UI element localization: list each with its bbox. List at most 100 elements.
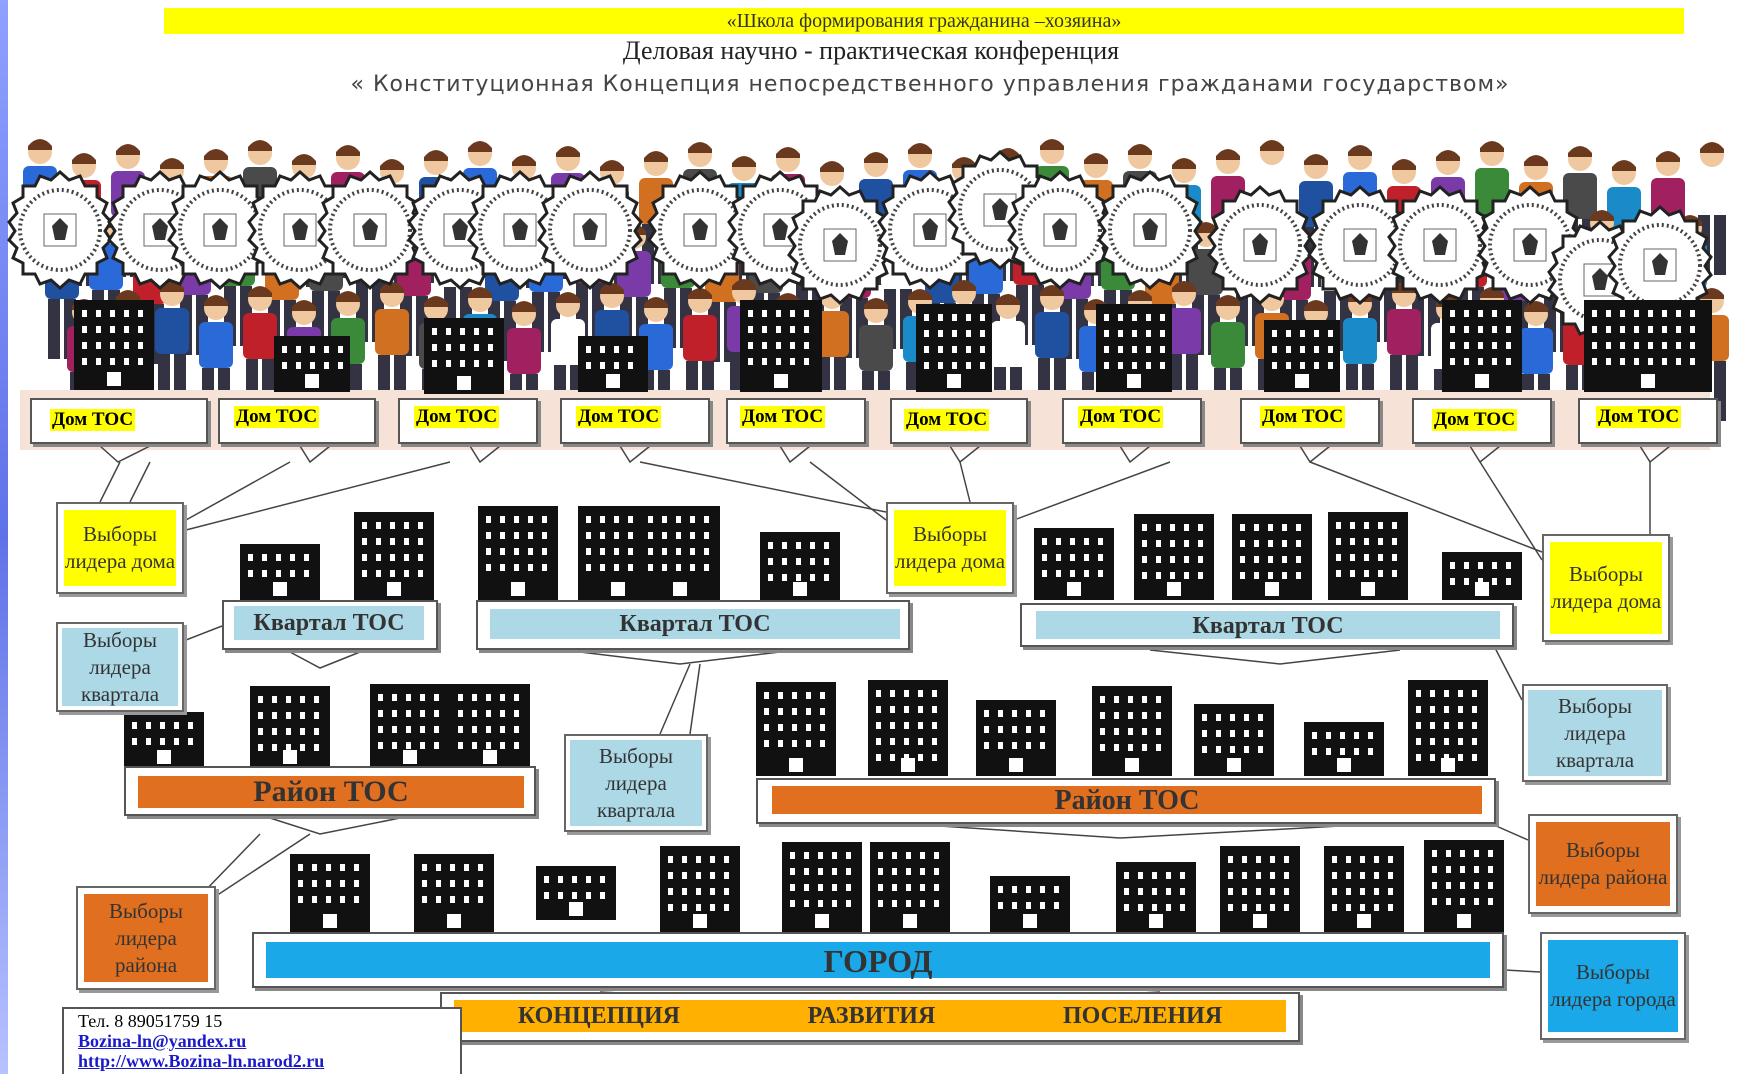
house-box-4: Дом ТОС <box>560 398 710 444</box>
connector-line <box>289 651 361 669</box>
emblem-seal-icon <box>1007 170 1113 290</box>
house-label: Дом ТОС <box>1432 409 1518 431</box>
building-icon <box>74 300 154 390</box>
election-house-leader-3: Выборы лидера дома <box>1542 534 1670 642</box>
emblem-seal-icon <box>537 170 643 290</box>
building-icon <box>1328 512 1408 600</box>
connector-line <box>939 825 1341 839</box>
house-label: Дом ТОС <box>904 409 990 431</box>
connector-line <box>1119 445 1151 464</box>
connector-line <box>1149 649 1401 665</box>
emblem-seal-icon <box>1207 185 1313 305</box>
election-quarter-leader-2: Выборы лидера квартала <box>564 734 708 832</box>
connector-line <box>1309 461 1543 553</box>
election-city-leader: Выборы лидера города <box>1540 932 1686 1040</box>
house-box-2: Дом ТОС <box>218 398 376 444</box>
connector-line <box>1479 461 1543 561</box>
building-icon <box>1232 514 1312 600</box>
building-icon <box>782 842 862 932</box>
house-box-7: Дом ТОС <box>1062 398 1202 444</box>
connector-line <box>469 445 501 464</box>
connector-line <box>129 461 151 503</box>
house-label: Дом ТОС <box>740 406 826 428</box>
connector-line <box>579 651 781 665</box>
house-label: Дом ТОС <box>1260 406 1346 428</box>
building-icon <box>1220 846 1300 932</box>
buildings-group <box>74 300 1712 932</box>
house-label: Дом ТОС <box>1596 406 1682 428</box>
house-box-10: Дом ТОС <box>1578 398 1718 444</box>
building-icon <box>370 684 450 768</box>
election-house-leader-1: Выборы лидера дома <box>56 502 184 594</box>
left-decor-strip <box>0 0 8 1074</box>
building-icon <box>760 532 840 600</box>
election-district-leader-2: Выборы лидера района <box>1528 814 1678 914</box>
building-icon <box>1442 552 1522 600</box>
district-box-1: Район ТОС <box>124 766 536 816</box>
concept-word-3: ПОСЕЛЕНИЯ <box>1062 1002 1223 1029</box>
concept-box: КОНЦЕПЦИЯ РАЗВИТИЯ ПОСЕЛЕНИЯ <box>440 992 1300 1042</box>
connector-line <box>99 445 151 463</box>
house-box-6: Дом ТОС <box>890 398 1028 444</box>
building-icon <box>1264 320 1340 392</box>
building-icon <box>1324 846 1404 932</box>
building-icon <box>250 686 330 768</box>
school-title: «Школа формирования гражданина –хозяина» <box>164 8 1684 34</box>
phone-text: Тел. 8 89051759 15 <box>78 1011 223 1031</box>
building-icon <box>640 506 720 600</box>
building-icon <box>976 700 1056 776</box>
election-district-leader-1: Выборы лидера района <box>76 886 216 990</box>
house-label: Дом ТОС <box>1078 406 1164 428</box>
building-icon <box>354 512 434 600</box>
house-label: Дом ТОС <box>50 409 136 431</box>
connector-line <box>1493 645 1523 701</box>
connector-line <box>1013 461 1171 521</box>
house-label: Дом ТОС <box>234 406 320 428</box>
building-icon <box>578 336 648 392</box>
building-icon <box>740 300 822 392</box>
connector-line <box>215 833 311 897</box>
building-icon <box>1096 304 1172 392</box>
district-box-2: Район ТОС <box>756 778 1496 824</box>
building-icon <box>756 682 836 776</box>
house-label: Дом ТОС <box>414 406 500 428</box>
site-link[interactable]: http://www.Bozina-ln.narod2.ru <box>78 1051 325 1071</box>
building-icon <box>424 318 504 394</box>
email-link[interactable]: Bozina-ln@yandex.ru <box>78 1031 247 1051</box>
quarter-box-1: Квартал ТОС <box>222 600 438 650</box>
building-icon <box>1304 722 1384 776</box>
building-icon <box>290 854 370 932</box>
building-icon <box>990 876 1070 932</box>
conference-topic: « Конституционная Концепция непосредстве… <box>350 72 1510 97</box>
building-icon <box>1092 686 1172 776</box>
connector-line <box>689 663 701 735</box>
building-icon <box>1134 514 1214 600</box>
conference-subtitle: Деловая научно - практическая конференци… <box>622 36 1120 65</box>
building-icon <box>660 846 740 932</box>
contacts-panel: Тел. 8 89051759 15 Bozina-ln@yandex.ru h… <box>62 1007 462 1074</box>
connector-line <box>639 461 887 513</box>
building-icon <box>240 544 320 600</box>
concept-word-2: РАЗВИТИЯ <box>807 1002 936 1029</box>
connector-line <box>619 445 651 464</box>
connector-line <box>185 461 451 531</box>
emblem-seal-icon <box>1387 185 1493 305</box>
building-icon <box>1442 300 1522 392</box>
connector-line <box>809 461 887 521</box>
connector-line <box>199 833 261 897</box>
connector-line <box>659 663 691 735</box>
connector-line <box>299 445 331 464</box>
house-box-9: Дом ТОС <box>1412 398 1552 444</box>
election-house-leader-2: Выборы лидера дома <box>886 502 1014 594</box>
house-box-3: Дом ТОС <box>398 398 538 444</box>
city-label: ГОРОД <box>266 942 1490 979</box>
building-icon <box>1194 704 1274 776</box>
connector-line <box>779 445 811 464</box>
building-icon <box>450 684 530 768</box>
connector-line <box>185 625 223 641</box>
building-icon <box>1584 300 1712 392</box>
connector-line <box>269 817 401 835</box>
emblem-seal-icon <box>1097 170 1203 290</box>
building-icon <box>916 304 992 392</box>
